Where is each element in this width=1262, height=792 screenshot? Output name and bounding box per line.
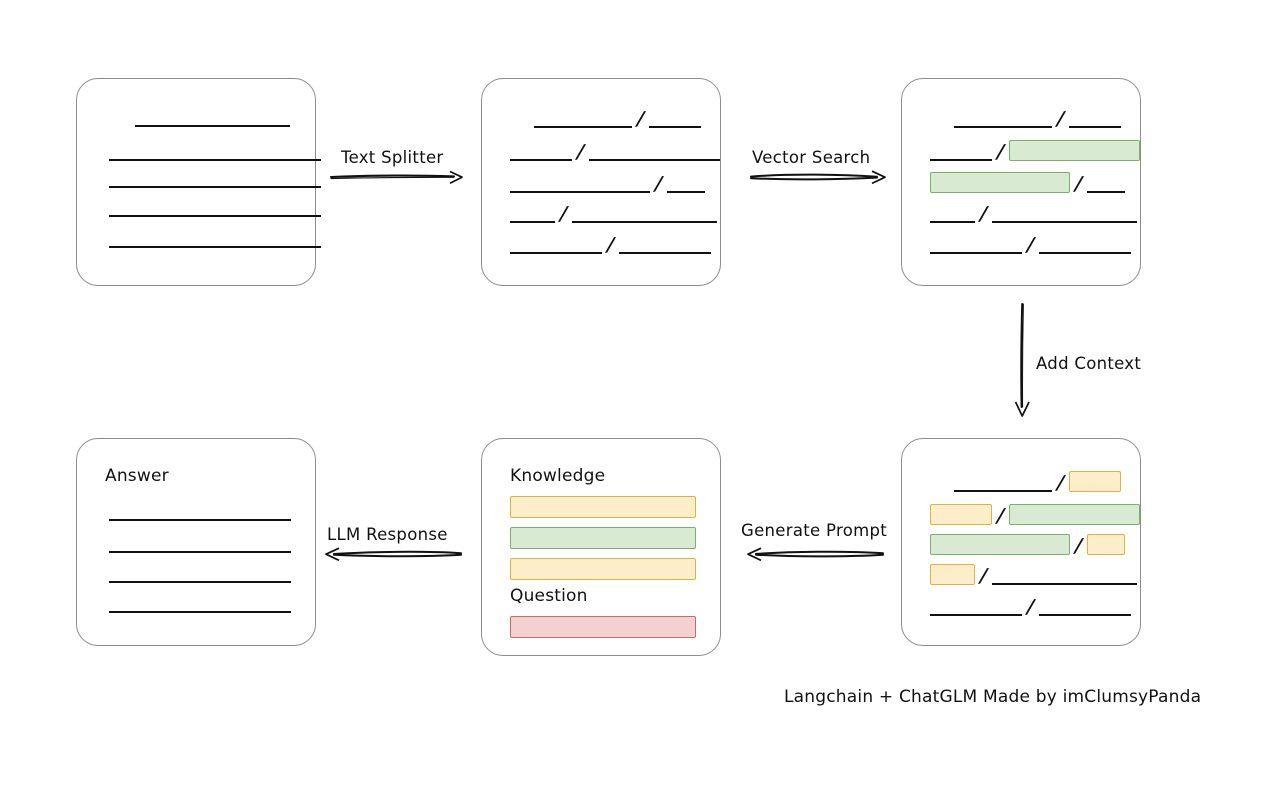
question-bar [510, 616, 696, 638]
node-source-document[interactable] [76, 78, 321, 286]
text-segment [930, 252, 1022, 254]
text-segment [930, 614, 1022, 616]
edge-vector-search [750, 168, 888, 188]
answer-line [109, 551, 291, 553]
context-chunk-highlight [1068, 470, 1121, 492]
text-segment [954, 490, 1052, 492]
text-segment [666, 191, 705, 193]
text-segment [648, 126, 701, 128]
document-line [135, 125, 290, 127]
text-segment [991, 583, 1137, 585]
edge-label-llm-response: LLM Response [327, 525, 448, 544]
separator-slash: / [1056, 107, 1065, 130]
document-line [109, 159, 321, 161]
knowledge-bar [510, 496, 696, 518]
separator-slash: / [654, 172, 663, 195]
text-segment [510, 191, 650, 193]
edge-text-splitter [329, 168, 465, 188]
edge-add-context [1012, 303, 1034, 418]
separator-slash: / [1074, 172, 1083, 195]
retrieved-chunk-highlight [1008, 139, 1140, 161]
separator-slash: / [1026, 595, 1035, 618]
question-label: Question [510, 586, 588, 606]
text-segment [1038, 252, 1131, 254]
separator-slash: / [995, 140, 1005, 163]
text-segment [571, 221, 717, 223]
node-answer[interactable]: Answer [76, 438, 316, 646]
text-segment [510, 159, 572, 161]
document-line [109, 215, 321, 217]
footer-caption: Langchain + ChatGLM Made by imClumsyPand… [784, 687, 1202, 707]
retrieved-chunk-highlight [1008, 503, 1140, 525]
edge-label-generate-prompt: Generate Prompt [741, 521, 887, 540]
knowledge-bar [510, 527, 696, 549]
text-segment [991, 221, 1137, 223]
edge-label-vector-search: Vector Search [752, 148, 871, 167]
answer-line [109, 581, 291, 583]
node-vector-search-matches[interactable]: / / / / / [901, 78, 1141, 286]
separator-slash: / [1026, 233, 1035, 256]
separator-slash: / [979, 202, 988, 225]
text-segment [1086, 191, 1125, 193]
text-segment [510, 221, 555, 223]
context-chunk-highlight [930, 563, 975, 585]
text-segment [534, 126, 632, 128]
text-segment [618, 252, 711, 254]
text-segment [930, 159, 992, 161]
separator-slash: / [606, 233, 615, 256]
edge-generate-prompt [740, 545, 884, 565]
edge-llm-response [318, 545, 462, 565]
edge-label-add-context: Add Context [1036, 354, 1142, 373]
text-segment [1068, 126, 1121, 128]
separator-slash: / [559, 202, 568, 225]
knowledge-label: Knowledge [510, 466, 606, 486]
node-context-added-chunks[interactable]: / / / / / [901, 438, 1141, 646]
separator-slash: / [1074, 534, 1083, 557]
separator-slash: / [995, 504, 1005, 527]
node-split-chunks[interactable]: / / / / / [481, 78, 721, 286]
retrieved-chunk-highlight [930, 171, 1070, 193]
node-generated-prompt[interactable]: Knowledge Question [481, 438, 721, 656]
separator-slash: / [1056, 471, 1065, 494]
separator-slash: / [575, 140, 585, 163]
text-segment [954, 126, 1052, 128]
text-segment [1038, 614, 1131, 616]
context-chunk-highlight [930, 503, 992, 525]
document-line [109, 246, 321, 248]
text-segment [930, 221, 975, 223]
context-chunk-highlight [1086, 533, 1125, 555]
knowledge-bar [510, 558, 696, 580]
separator-slash: / [979, 564, 988, 587]
document-line [109, 186, 321, 188]
retrieved-chunk-highlight [930, 533, 1070, 555]
answer-line [109, 611, 291, 613]
edge-label-text-splitter: Text Splitter [341, 148, 444, 167]
text-segment [588, 159, 720, 161]
answer-label: Answer [105, 466, 169, 486]
answer-line [109, 519, 291, 521]
text-segment [510, 252, 602, 254]
separator-slash: / [636, 107, 645, 130]
